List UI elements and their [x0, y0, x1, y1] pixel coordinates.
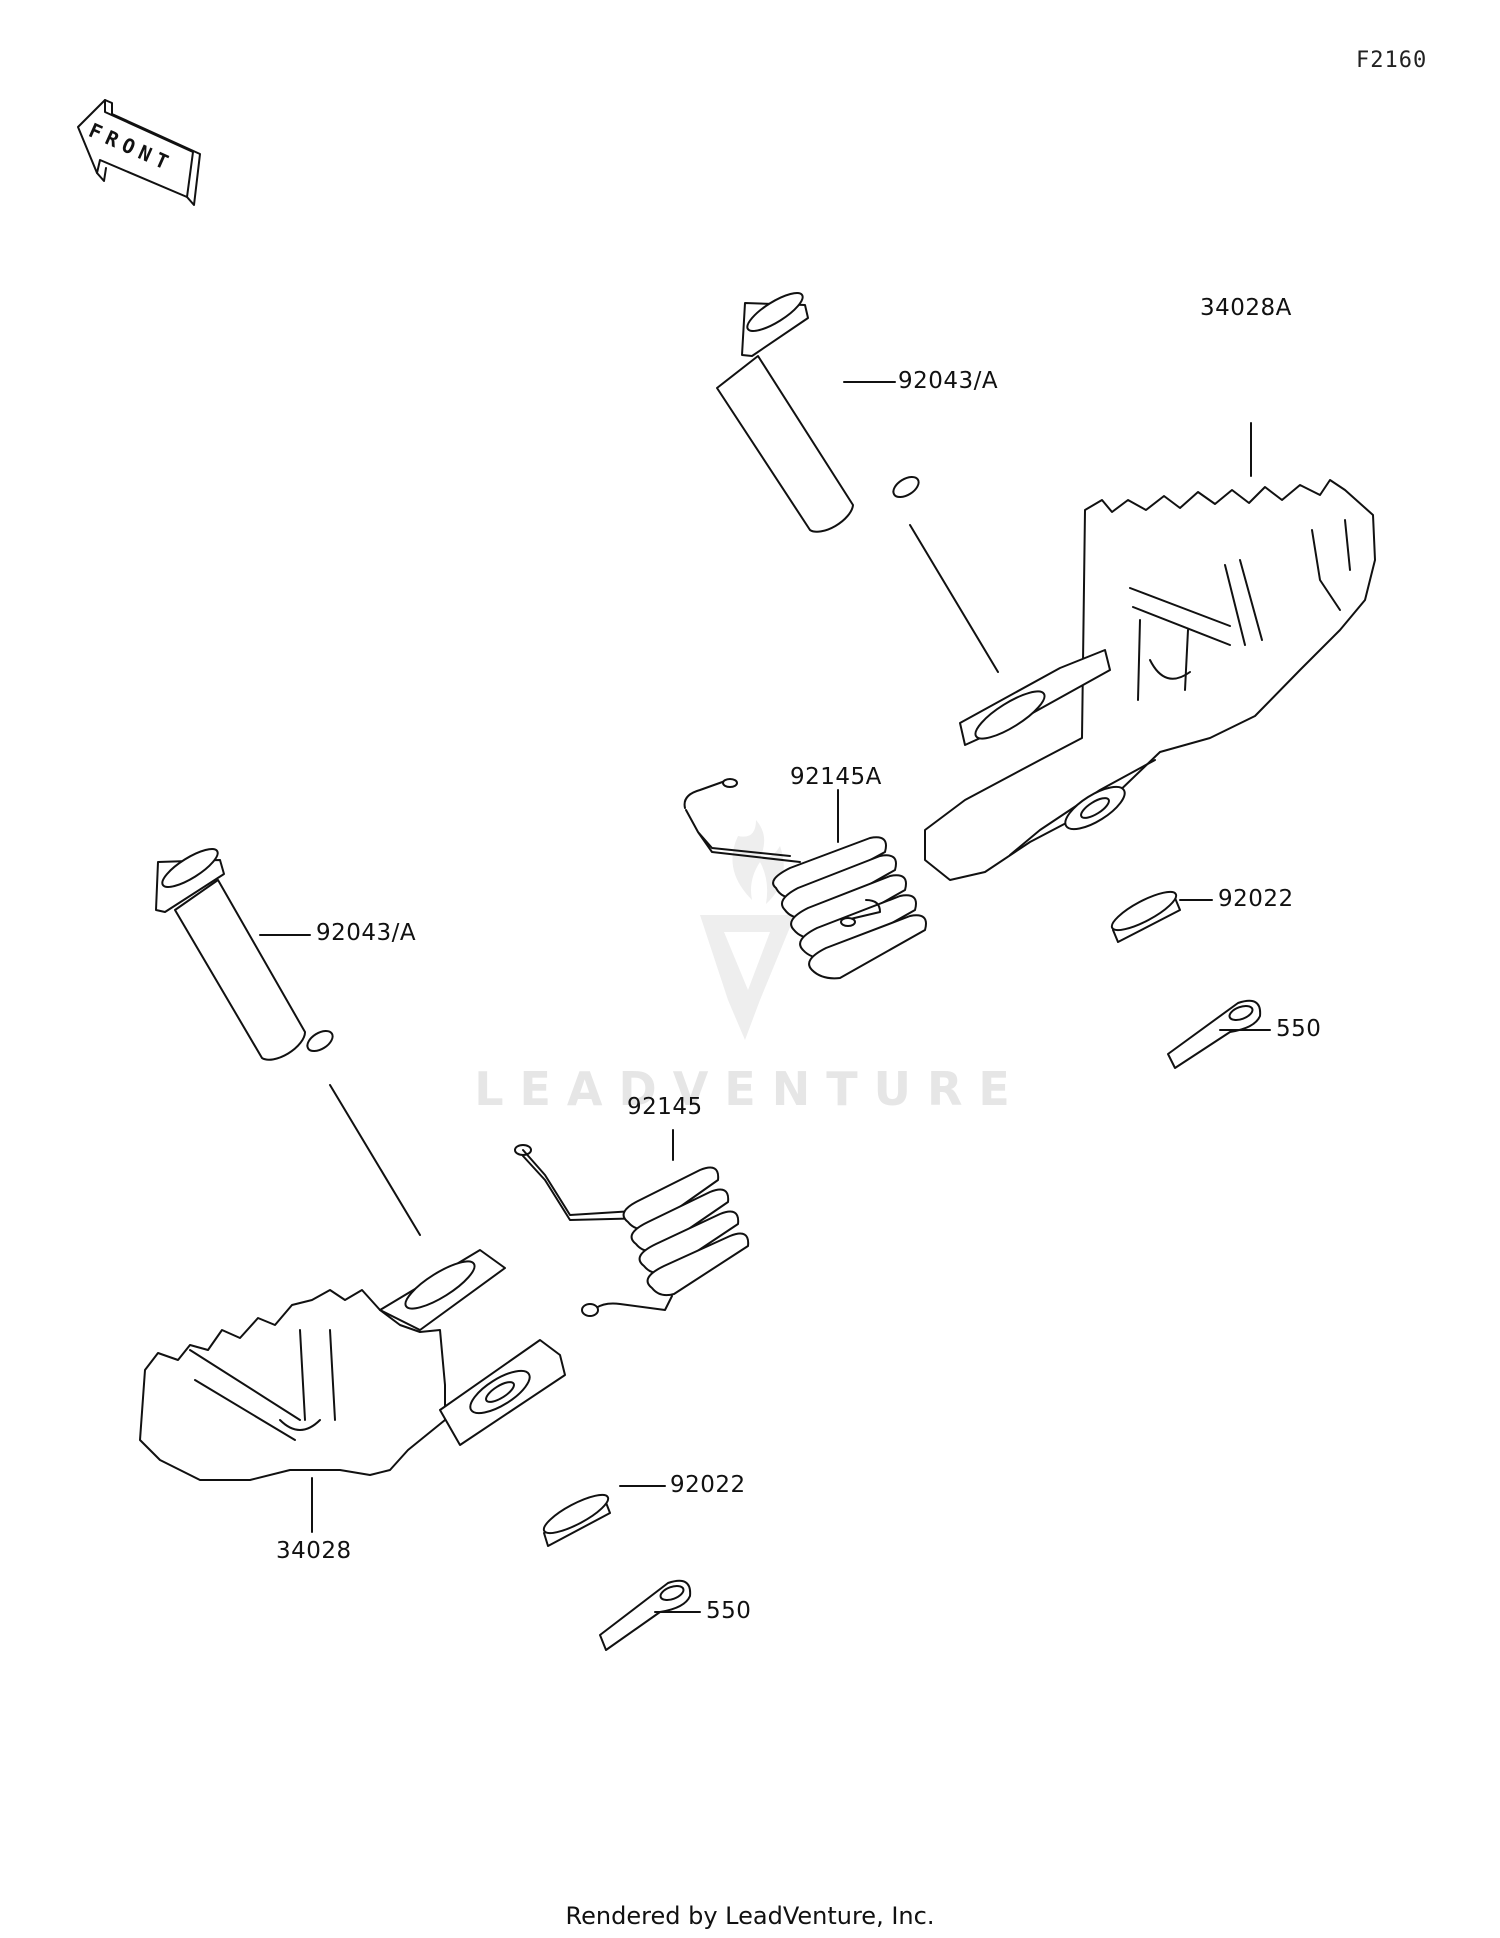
clevis-pin-right	[717, 287, 998, 672]
cotter-pin-right	[1168, 1001, 1270, 1068]
label-footpeg-right[interactable]: 34028A	[1200, 295, 1292, 321]
label-spring-right[interactable]: 92145A	[790, 764, 882, 790]
diagram-code: F2160	[1356, 48, 1428, 73]
footpeg-left	[140, 1250, 565, 1480]
label-cotter-right[interactable]: 550	[1276, 1016, 1322, 1042]
washer-left	[540, 1486, 665, 1546]
cotter-pin-left	[600, 1581, 700, 1650]
label-pin-right[interactable]: 92043/A	[898, 368, 999, 394]
footpeg-right	[925, 480, 1375, 880]
label-washer-left[interactable]: 92022	[670, 1472, 746, 1498]
label-pin-left[interactable]: 92043/A	[316, 920, 417, 946]
watermark-logo	[700, 820, 795, 1040]
label-washer-right[interactable]: 92022	[1218, 886, 1294, 912]
label-spring-left[interactable]: 92145	[627, 1094, 703, 1120]
clevis-pin-left	[156, 843, 420, 1235]
torsion-spring-right	[685, 779, 926, 978]
footer-credit: Rendered by LeadVenture, Inc.	[565, 1902, 935, 1930]
watermark-text: LEADVENTURE	[474, 1062, 1026, 1116]
front-arrow-icon	[78, 100, 200, 205]
washer-right	[1108, 885, 1212, 942]
torsion-spring-left	[515, 1145, 748, 1316]
label-cotter-left[interactable]: 550	[706, 1598, 752, 1624]
label-footpeg-left[interactable]: 34028	[276, 1538, 352, 1564]
